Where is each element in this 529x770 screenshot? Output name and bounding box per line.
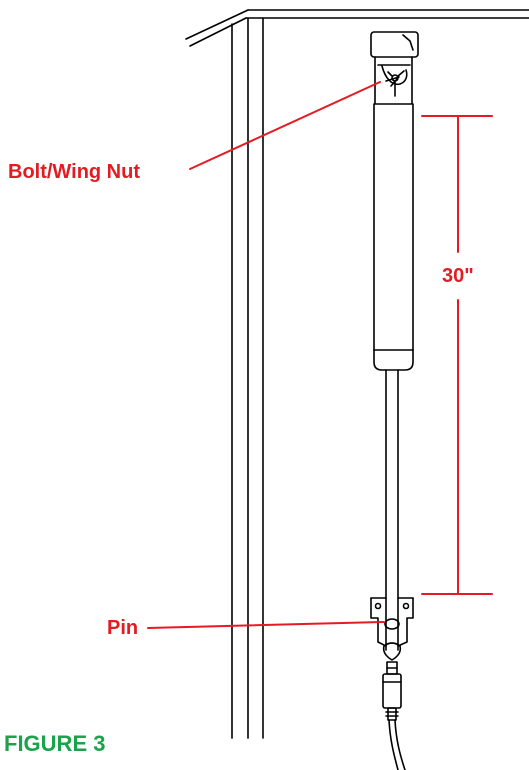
wall-frame <box>185 9 529 739</box>
dimension-label: 30" <box>442 265 474 287</box>
cord <box>388 719 406 770</box>
rod <box>385 369 399 651</box>
bolt-wing-nut-bracket <box>374 34 414 105</box>
mounting-bracket <box>370 597 414 647</box>
tube-top-cap <box>370 31 419 58</box>
pin-label: Pin <box>107 617 139 639</box>
bolt-leader-line <box>189 81 381 170</box>
figure-caption: FIGURE 3 <box>4 731 106 756</box>
dimension-line <box>421 115 493 595</box>
pin-leader-line <box>147 621 385 629</box>
tube-body <box>373 103 414 371</box>
pin-assembly <box>382 642 402 721</box>
bolt-wing-nut-label: Bolt/Wing Nut <box>8 161 141 183</box>
